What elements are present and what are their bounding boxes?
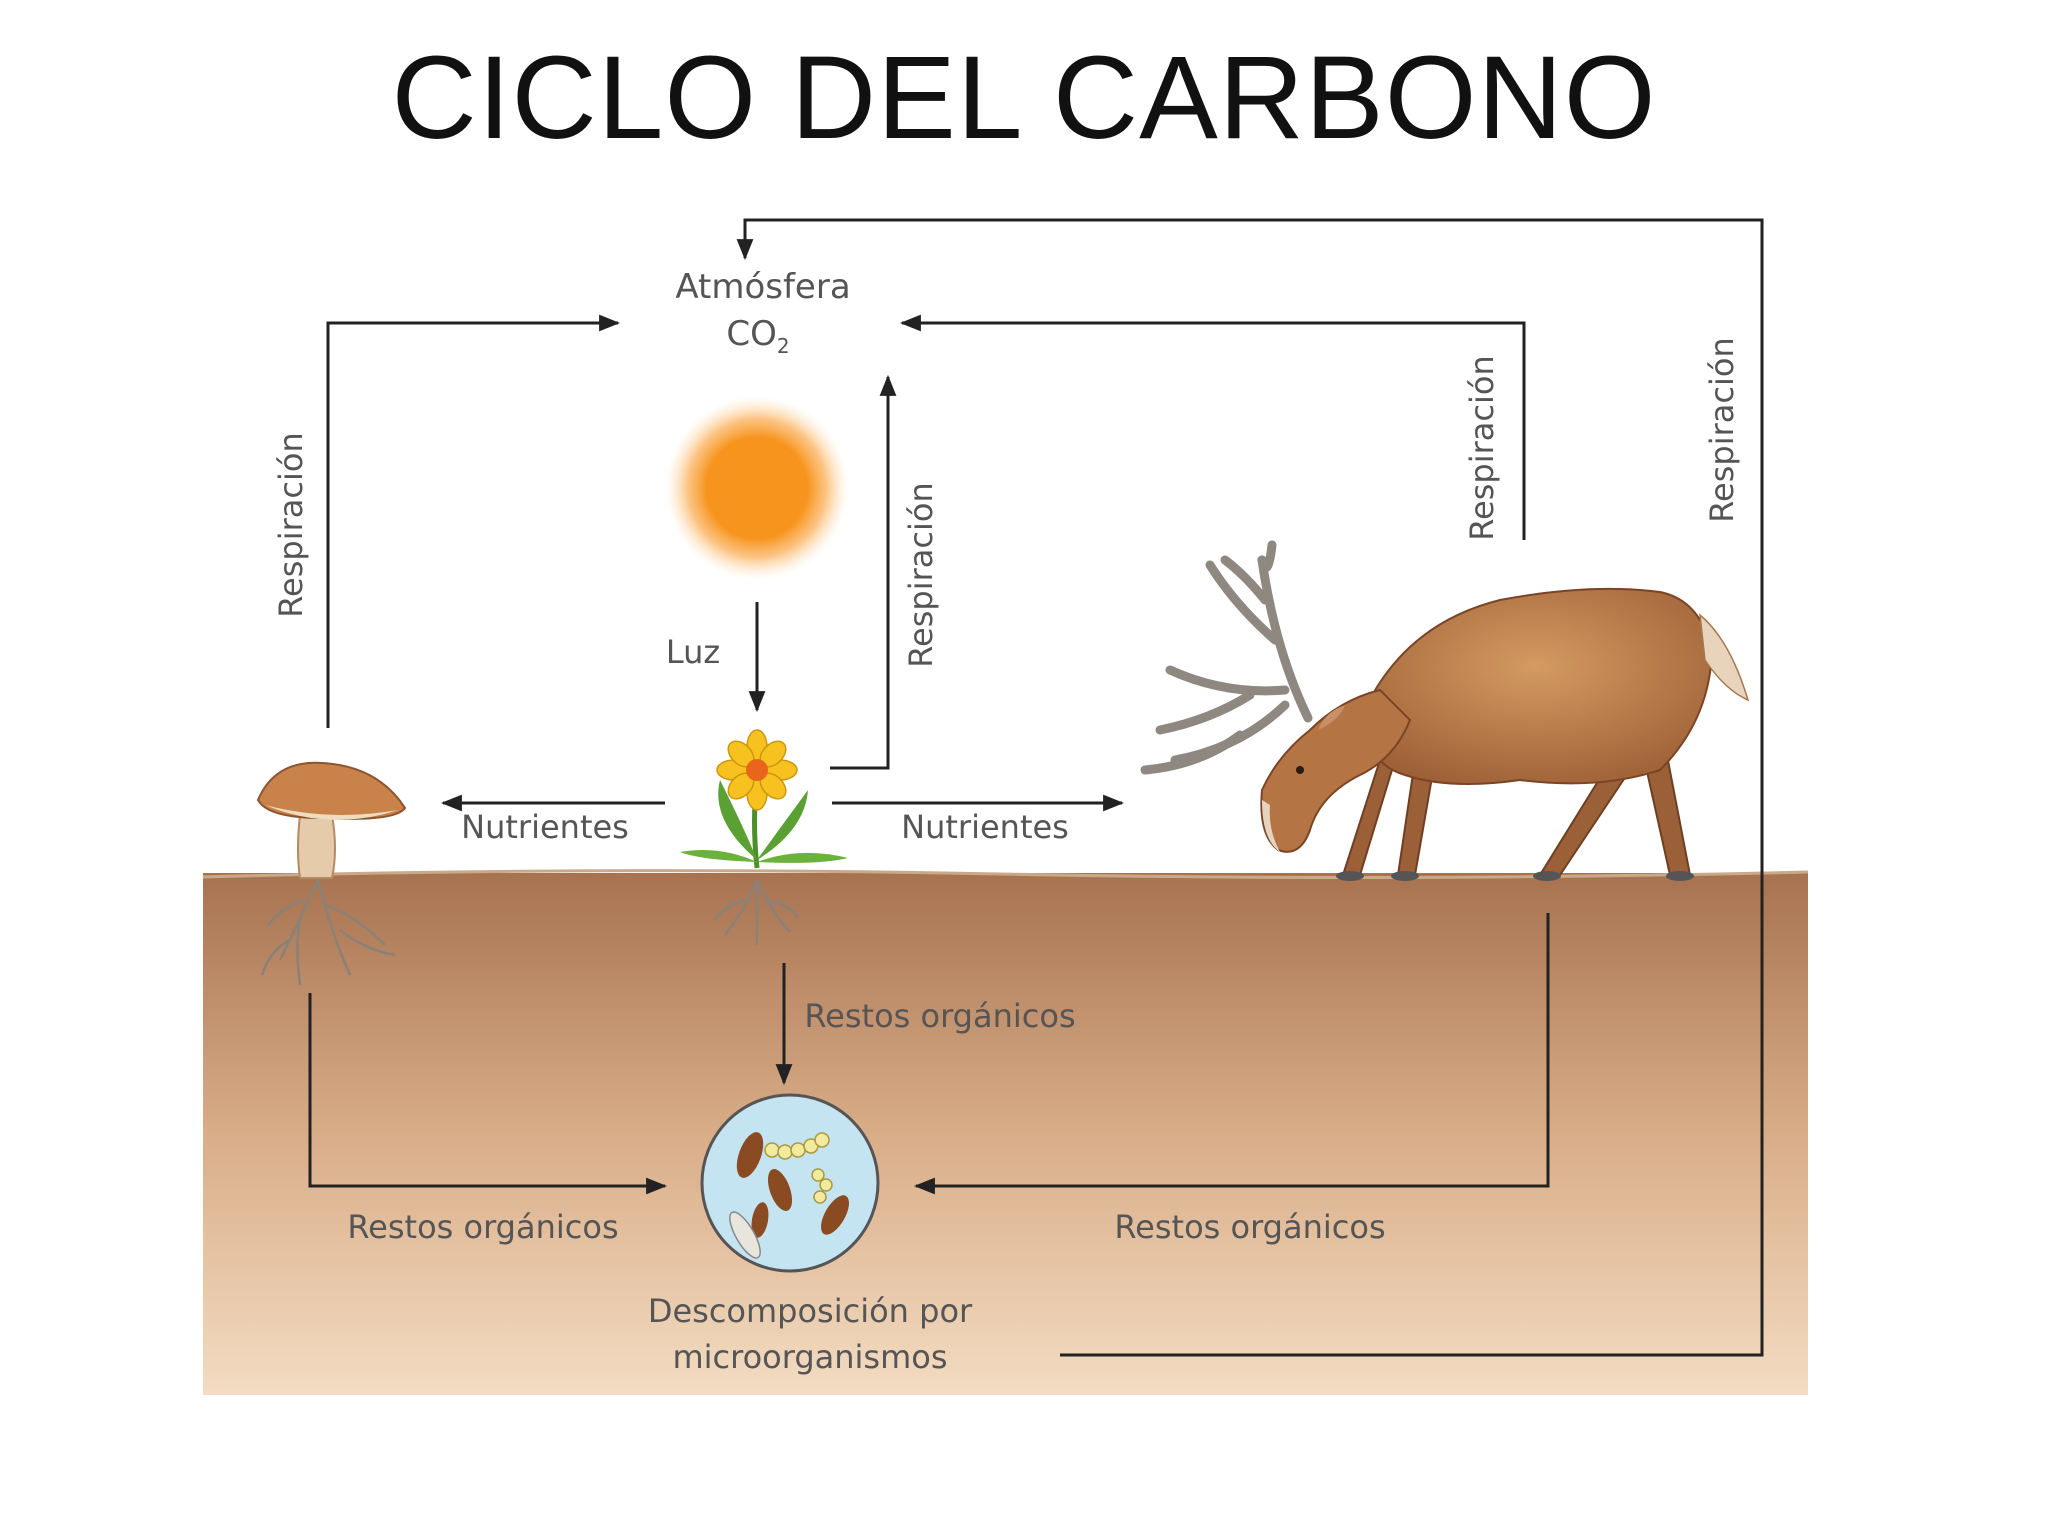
label-remains-plant: Restos orgánicos bbox=[804, 997, 1075, 1035]
label-co2: CO2 bbox=[726, 314, 789, 358]
arrow-microbes-respiration bbox=[736, 218, 1764, 1357]
arrow-remains-deer bbox=[913, 913, 1550, 1195]
label-remains-fungus: Restos orgánicos bbox=[347, 1208, 618, 1246]
label-decomposition-line1: Descomposición por bbox=[648, 1292, 973, 1330]
label-atmosphere: Atmósfera bbox=[675, 267, 850, 307]
arrow-fungus-respiration bbox=[326, 314, 621, 728]
label-respiration-microbes: Respiración bbox=[1703, 337, 1741, 522]
label-nutrients-deer: Nutrientes bbox=[901, 808, 1069, 846]
label-respiration-plant: Respiración bbox=[902, 482, 940, 667]
label-decomposition-line2: microorganismos bbox=[672, 1338, 947, 1376]
label-nutrients-fungus: Nutrientes bbox=[461, 808, 629, 846]
arrow-remains-fungus bbox=[308, 993, 668, 1195]
flower-icon bbox=[680, 729, 848, 945]
page-title: CICLO DEL CARBONO bbox=[391, 32, 1657, 164]
label-light: Luz bbox=[666, 633, 720, 671]
mushroom-icon bbox=[256, 761, 407, 986]
label-respiration-fungus: Respiración bbox=[272, 432, 310, 617]
microorganisms-icon bbox=[700, 1093, 880, 1273]
label-respiration-deer: Respiración bbox=[1463, 355, 1501, 540]
label-remains-deer: Restos orgánicos bbox=[1114, 1208, 1385, 1246]
sun-icon bbox=[665, 396, 849, 580]
deer-icon bbox=[1140, 540, 1750, 881]
arrows bbox=[308, 218, 1764, 1357]
arrow-deer-respiration bbox=[899, 314, 1526, 540]
soil-layer bbox=[203, 873, 1808, 1395]
arrow-plant-respiration bbox=[830, 374, 897, 770]
